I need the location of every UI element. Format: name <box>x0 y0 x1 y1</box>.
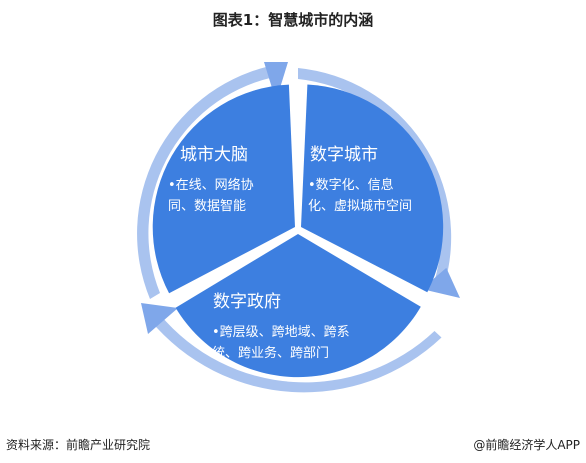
segment-heading-city-brain: 城市大脑 <box>180 145 248 165</box>
source-note: 资料来源：前瞻产业研究院 <box>6 438 151 452</box>
segment-text-digital-city: •数字化、信息化、虚拟城市空间 <box>308 178 413 214</box>
segment-text-digital-government: •跨层级、跨地域、跨系统、跨业务、跨部门 <box>212 325 350 361</box>
brand-note: @前瞻经济学人APP <box>473 438 580 452</box>
segment-text-city-brain: •在线、网络协同、数据智能 <box>168 178 254 214</box>
arrow-ring-bottom <box>150 314 442 393</box>
arrowhead-left <box>264 62 288 101</box>
segment-heading-digital-government: 数字政府 <box>213 292 281 312</box>
segment-digital-government <box>175 234 421 378</box>
figure-title: 图表1：智慧城市的内涵 <box>212 11 374 29</box>
segment-city-brain <box>152 84 295 294</box>
arrowhead-bottom <box>141 303 178 334</box>
segment-digital-city <box>301 84 444 293</box>
arrowhead-right <box>421 267 460 298</box>
segment-heading-digital-city: 数字城市 <box>310 145 378 165</box>
arrow-ring-left <box>137 66 271 299</box>
